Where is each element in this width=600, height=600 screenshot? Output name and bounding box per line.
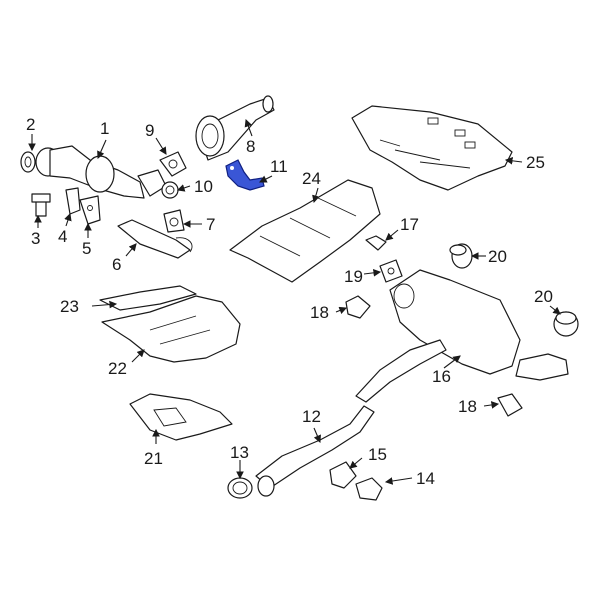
- callout-25: 25: [526, 153, 545, 172]
- callout-16: 16: [432, 367, 451, 386]
- callout-15: 15: [368, 445, 387, 464]
- callout-3: 3: [31, 229, 40, 248]
- clamp-part: [227, 477, 253, 499]
- callout-23: 23: [60, 297, 79, 316]
- flange-gasket-part: [159, 151, 187, 177]
- callout-12: 12: [302, 407, 321, 426]
- callout-22: 22: [108, 359, 127, 378]
- callout-labels: 1 2 3 4 5 6 7 8 9 10 11 12 13 14 15 16 1…: [26, 115, 553, 488]
- catalytic-converter-front-part: [195, 95, 275, 161]
- insulator-upper-part: [449, 243, 473, 269]
- callout-1: 1: [100, 119, 109, 138]
- bracket-rear-part: [355, 477, 383, 501]
- callout-14: 14: [416, 469, 435, 488]
- gasket-part: [20, 151, 36, 173]
- front-pipe-bracket-part: [117, 219, 193, 259]
- hanger-part: [163, 209, 185, 233]
- callout-18a: 18: [310, 303, 329, 322]
- exhaust-bracket-highlighted-part: [225, 159, 265, 191]
- bolt-part: [31, 193, 51, 217]
- callout-13: 13: [230, 443, 249, 462]
- hanger-upper-part: [345, 295, 371, 319]
- callout-5: 5: [82, 239, 91, 258]
- insulator-part: [379, 259, 403, 283]
- callout-4: 4: [58, 227, 67, 246]
- hanger-lower-part: [497, 393, 523, 417]
- intermediate-pipe-part: [255, 405, 375, 497]
- callout-19: 19: [344, 267, 363, 286]
- rear-heat-shield-part: [351, 105, 513, 191]
- callout-9: 9: [145, 121, 154, 140]
- heat-shield-upper-part: [99, 285, 197, 311]
- callout-2: 2: [26, 115, 35, 134]
- callout-11: 11: [270, 157, 288, 176]
- leader-lines: [28, 118, 561, 485]
- bracket-part: [79, 195, 101, 225]
- heat-shield-rear-part: [129, 393, 233, 441]
- callout-17: 17: [400, 215, 419, 234]
- small-bracket-part: [65, 187, 81, 215]
- center-heat-shield-part: [229, 179, 381, 283]
- callout-7: 7: [206, 215, 215, 234]
- callout-24: 24: [302, 169, 321, 188]
- callout-6: 6: [112, 255, 121, 274]
- callout-8: 8: [246, 137, 255, 156]
- callout-10: 10: [194, 177, 213, 196]
- muffler-part: [355, 269, 569, 403]
- insulator-lower-part: [553, 311, 579, 337]
- callout-18b: 18: [458, 397, 477, 416]
- callout-20a: 20: [488, 247, 507, 266]
- callout-21: 21: [144, 449, 163, 468]
- callout-20b: 20: [534, 287, 553, 306]
- nut-part: [161, 181, 179, 199]
- hanger-bracket-part: [365, 235, 387, 251]
- catalytic-converter-assembly-part: [35, 145, 167, 199]
